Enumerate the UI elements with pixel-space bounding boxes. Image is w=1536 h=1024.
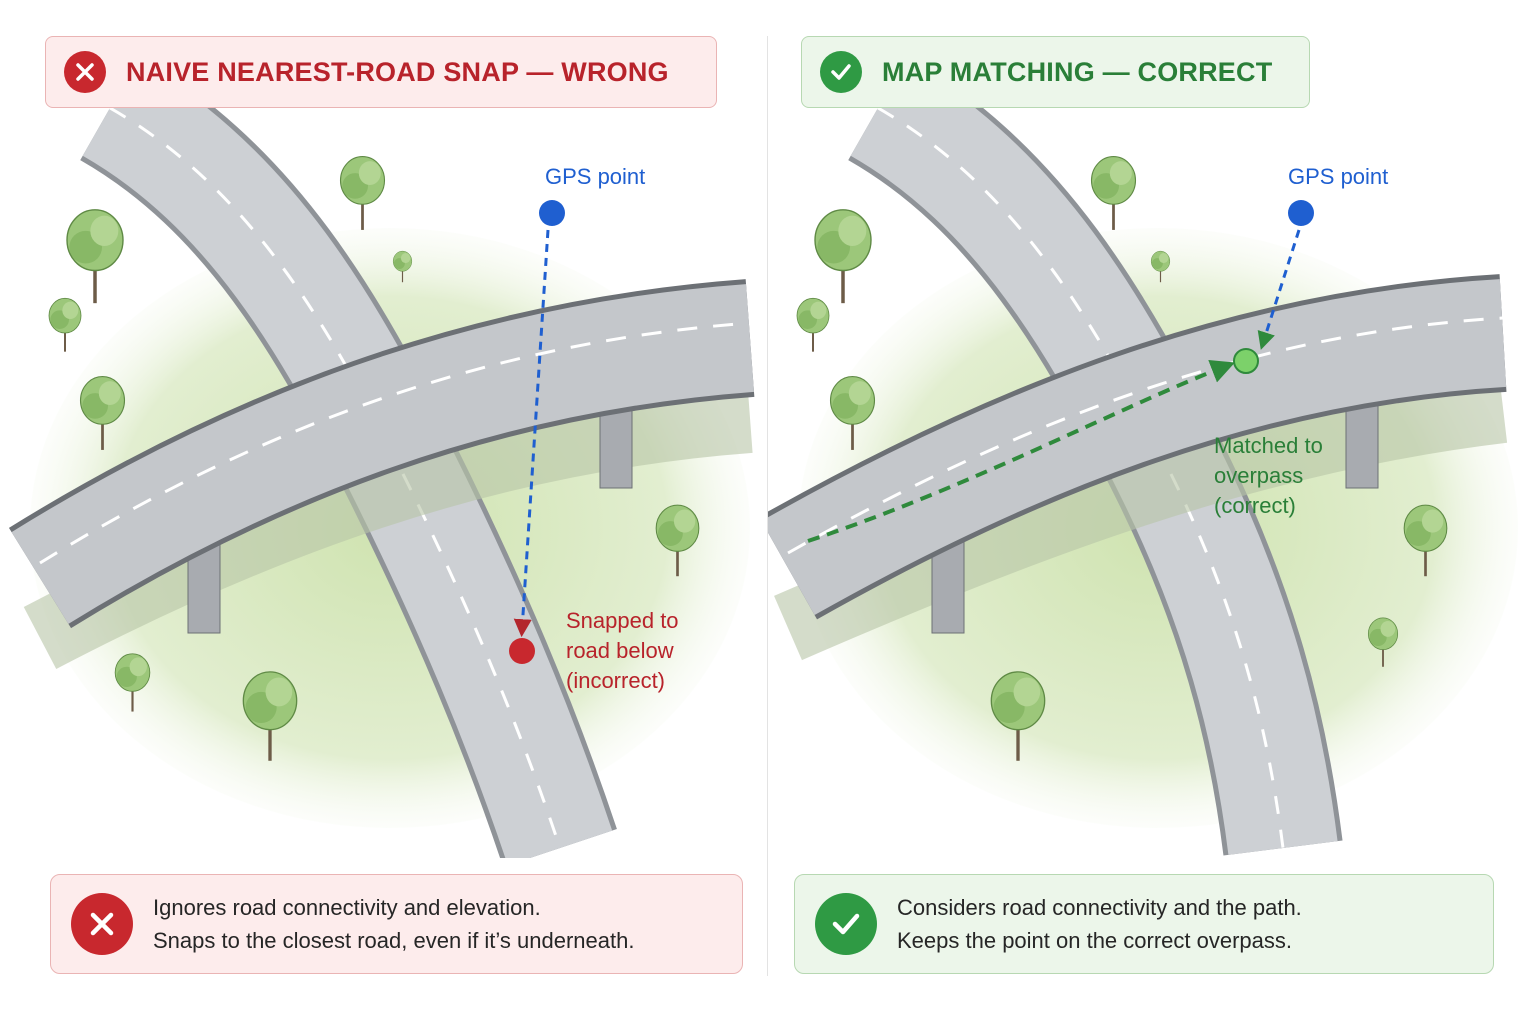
wrong-info-box: Ignores road connectivity and elevation.… [50, 874, 743, 974]
correct-info-box: Considers road connectivity and the path… [794, 874, 1494, 974]
match-arrow [1257, 229, 1301, 350]
correct-info-line: Considers road connectivity and the path… [897, 895, 1302, 920]
tree [1090, 155, 1137, 232]
tree [339, 155, 386, 232]
x-icon [64, 51, 106, 93]
correct-info-text: Considers road connectivity and the path… [897, 891, 1302, 957]
snapped-label-line1: Snapped to [566, 608, 679, 633]
correct-title: MAP MATCHING — CORRECT [882, 56, 1273, 87]
wrong-info-line: Snaps to the closest road, even if it’s … [153, 928, 635, 953]
matched-label-line2: overpass [1214, 463, 1303, 488]
check-icon [820, 51, 862, 93]
tree [48, 297, 82, 353]
matched-label-line3: (correct) [1214, 493, 1296, 518]
matched-point [1233, 348, 1259, 374]
snapped-label-line2: road below [566, 638, 674, 663]
wrong-title-banner: NAIVE NEAREST-ROAD SNAP — WRONG [45, 36, 717, 108]
wrong-info-line: Ignores road connectivity and elevation. [153, 895, 541, 920]
matched-label-line1: Matched to [1214, 433, 1323, 458]
panel-divider [767, 36, 768, 976]
tree [65, 207, 125, 305]
snapped-label-line3: (incorrect) [566, 668, 665, 693]
matched-path-arrow [807, 360, 1235, 543]
correct-info-line: Keeps the point on the correct overpass. [897, 928, 1293, 953]
wrong-info-text: Ignores road connectivity and elevation.… [153, 891, 634, 957]
wrong-panel: NAIVE NEAREST-ROAD SNAP — WRONG [8, 36, 755, 974]
gps-label: GPS point [545, 164, 645, 189]
gps-point [539, 200, 565, 226]
correct-scene: GPS point Matched to overpass (correct) [768, 108, 1518, 856]
wrong-title: NAIVE NEAREST-ROAD SNAP — WRONG [126, 56, 669, 87]
check-icon [815, 893, 877, 955]
snap-arrow [513, 229, 550, 638]
overpass-road [8, 279, 755, 629]
snapped-point [509, 638, 535, 664]
gps-point [1288, 200, 1314, 226]
overpass-road [768, 274, 1507, 620]
gps-label: GPS point [1288, 164, 1388, 189]
tree [813, 207, 873, 305]
wrong-scene: GPS point Snapped to road below (incorre… [8, 108, 755, 858]
correct-panel: MAP MATCHING — CORRECT GPS point Match [768, 0, 1536, 1024]
x-icon [71, 893, 133, 955]
tree [796, 297, 830, 353]
correct-title-banner: MAP MATCHING — CORRECT [801, 36, 1310, 108]
